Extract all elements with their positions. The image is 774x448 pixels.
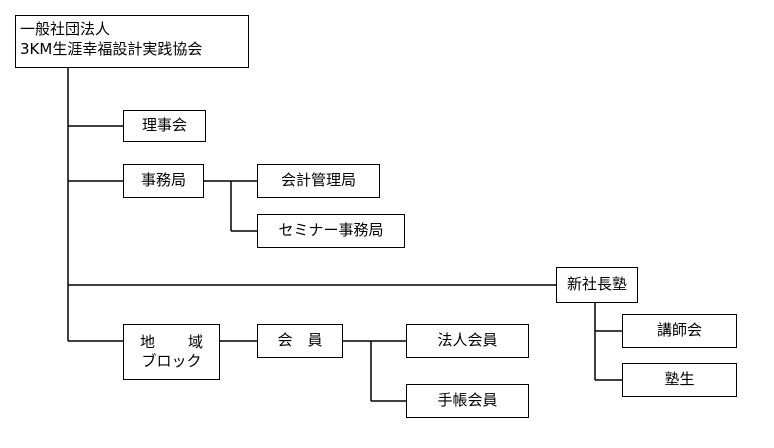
students-label: 塾生 [664, 370, 695, 389]
notebook-members-label: 手帳会員 [437, 391, 498, 410]
new-president-school-label: 新社長塾 [566, 275, 627, 294]
accounting-label: 会計管理局 [280, 171, 356, 190]
secretariat-label: 事務局 [140, 171, 186, 190]
new-president-school-box: 新社長塾 [556, 267, 638, 303]
lecturers-box: 講師会 [622, 314, 737, 348]
notebook-members-box: 手帳会員 [406, 384, 529, 418]
seminar-box: セミナー事務局 [257, 214, 405, 248]
students-box: 塾生 [622, 363, 737, 397]
corporate-members-box: 法人会員 [406, 324, 529, 358]
corporate-members-label: 法人会員 [437, 331, 498, 350]
root-org-name-line2: 3KM生涯幸福設計実践協会 [20, 39, 203, 58]
members-label: 会 員 [277, 331, 323, 350]
regional-label-line1: 地 域 [139, 332, 212, 351]
board-label: 理事会 [141, 116, 187, 135]
regional-block-box: 地 域 ブロック [123, 324, 220, 380]
seminar-label: セミナー事務局 [278, 221, 384, 240]
board-box: 理事会 [123, 110, 206, 142]
secretariat-box: 事務局 [123, 164, 204, 198]
lecturers-label: 講師会 [656, 321, 702, 340]
accounting-box: 会計管理局 [257, 164, 380, 198]
members-box: 会 員 [257, 324, 343, 358]
root-org-name-line1: 一般社団法人 [20, 20, 111, 38]
regional-label-line2: ブロック [141, 352, 202, 370]
root-org-box: 一般社団法人 3KM生涯幸福設計実践協会 [15, 15, 249, 68]
